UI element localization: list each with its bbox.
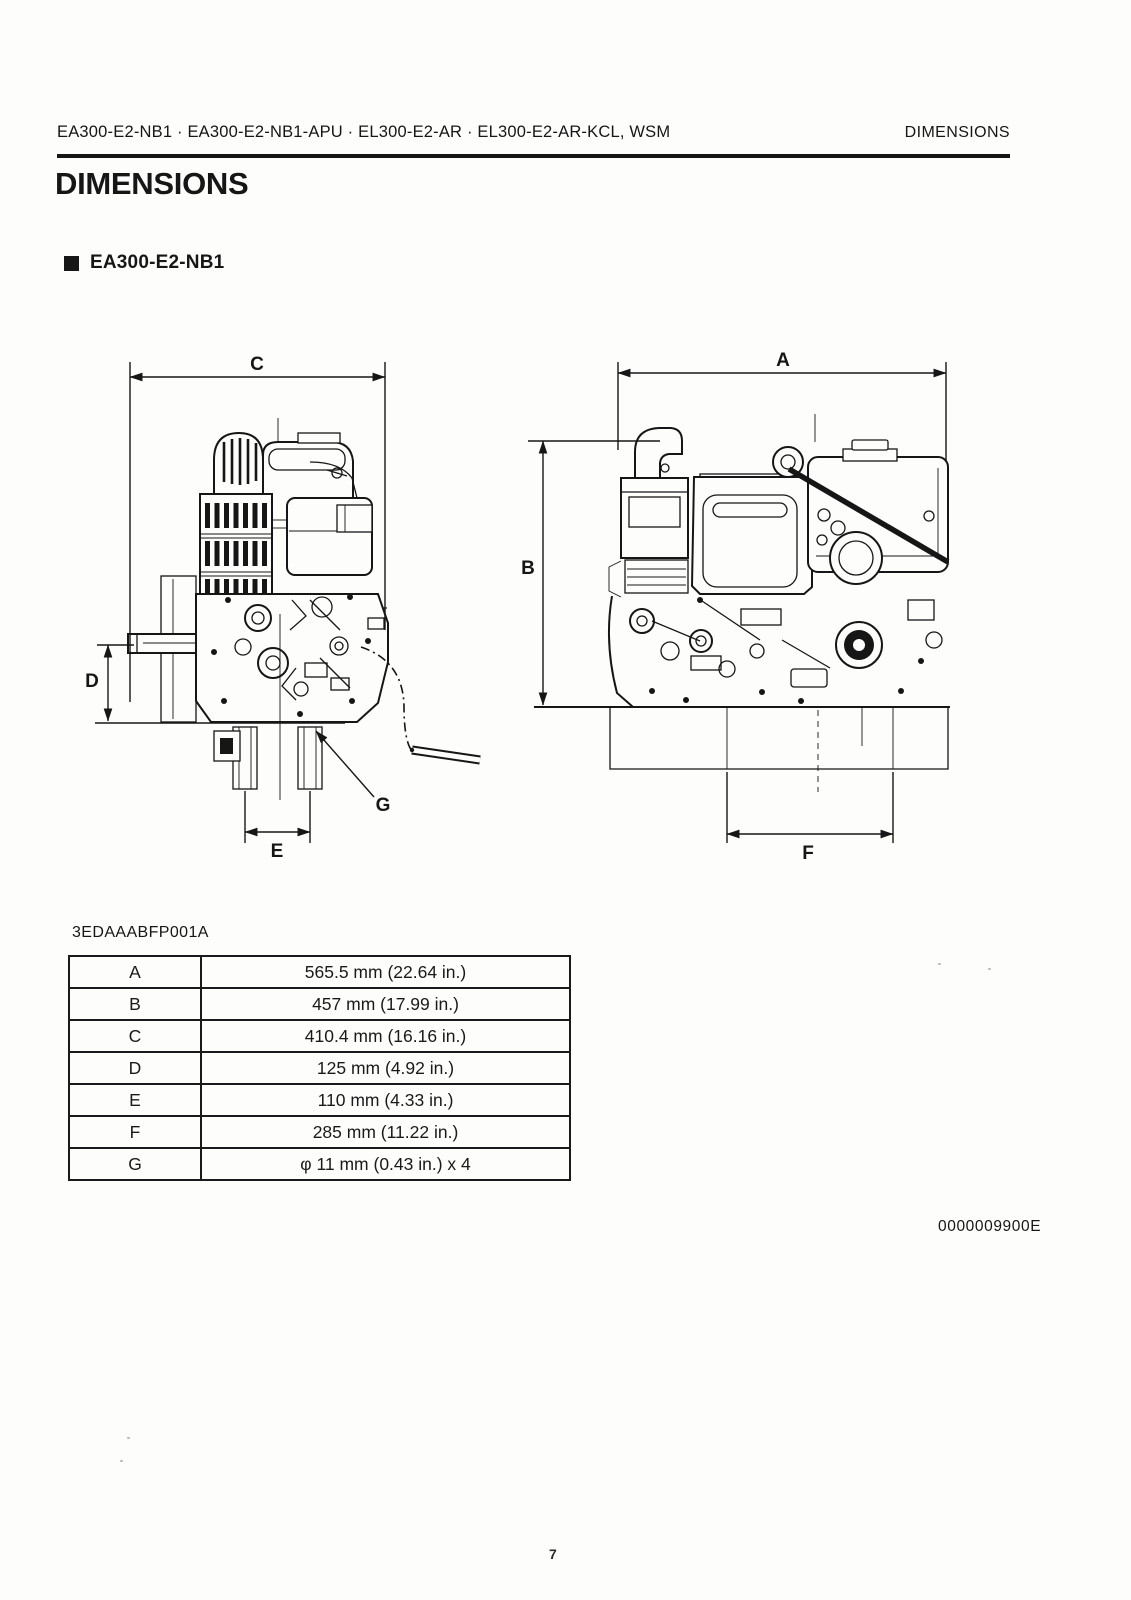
header-model-list: EA300-E2-NB1 · EA300-E2-NB1-APU · EL300-… <box>57 123 671 141</box>
scan-speck <box>938 963 941 965</box>
dim-key: F <box>68 1115 202 1149</box>
page-number: 7 <box>549 1546 557 1562</box>
dim-key: B <box>68 987 202 1021</box>
dim-a: A <box>617 350 947 462</box>
dim-f: F <box>726 772 894 864</box>
dim-label-a: A <box>776 350 790 371</box>
dim-value: 457 mm (17.99 in.) <box>200 987 571 1021</box>
dim-label-d: D <box>85 671 99 692</box>
section-label: EA300-E2-NB1 <box>90 252 225 273</box>
doc-number: 0000009900E <box>938 1218 1042 1235</box>
section-heading: EA300-E2-NB1 <box>64 252 224 274</box>
dim-value: 565.5 mm (22.64 in.) <box>200 955 571 989</box>
engine-side-view-drawing <box>95 418 481 800</box>
starter-crank <box>360 646 481 765</box>
scan-speck <box>120 1460 123 1462</box>
dim-value: 410.4 mm (16.16 in.) <box>200 1019 571 1053</box>
dim-key: E <box>68 1083 202 1117</box>
dim-key: A <box>68 955 202 989</box>
header-rule <box>57 154 1010 158</box>
section-marker-icon <box>64 255 79 271</box>
page-title: DIMENSIONS <box>55 166 249 201</box>
dim-value: φ 11 mm (0.43 in.) x 4 <box>200 1147 571 1181</box>
dim-e: E <box>244 791 311 862</box>
figure-code: 3EDAAABFP001A <box>72 924 209 941</box>
dim-key: C <box>68 1019 202 1053</box>
dim-value: 285 mm (11.22 in.) <box>200 1115 571 1149</box>
scan-speck <box>127 1437 130 1439</box>
scan-speck <box>988 968 991 970</box>
muffler-slots <box>205 503 267 604</box>
dim-value: 125 mm (4.92 in.) <box>200 1051 571 1085</box>
dim-label-f: F <box>802 843 814 864</box>
dim-b: B <box>521 440 660 706</box>
front-view-dimensions: A B F <box>521 350 947 864</box>
engine-front-view-drawing <box>534 414 950 792</box>
dim-d: D <box>85 644 134 722</box>
dim-key: D <box>68 1051 202 1085</box>
side-view-dimensions: C D E G <box>85 354 390 862</box>
dim-label-c: C <box>250 354 264 375</box>
dim-label-e: E <box>271 841 284 862</box>
dim-label-b: B <box>521 558 535 579</box>
header-chapter: DIMENSIONS <box>904 124 1010 141</box>
dim-key: G <box>68 1147 202 1181</box>
engine-dimensions-figure: C D E G <box>85 350 950 864</box>
dim-value: 110 mm (4.33 in.) <box>200 1083 571 1117</box>
dim-label-g: G <box>376 795 391 816</box>
dim-g-callout: G <box>315 730 391 816</box>
